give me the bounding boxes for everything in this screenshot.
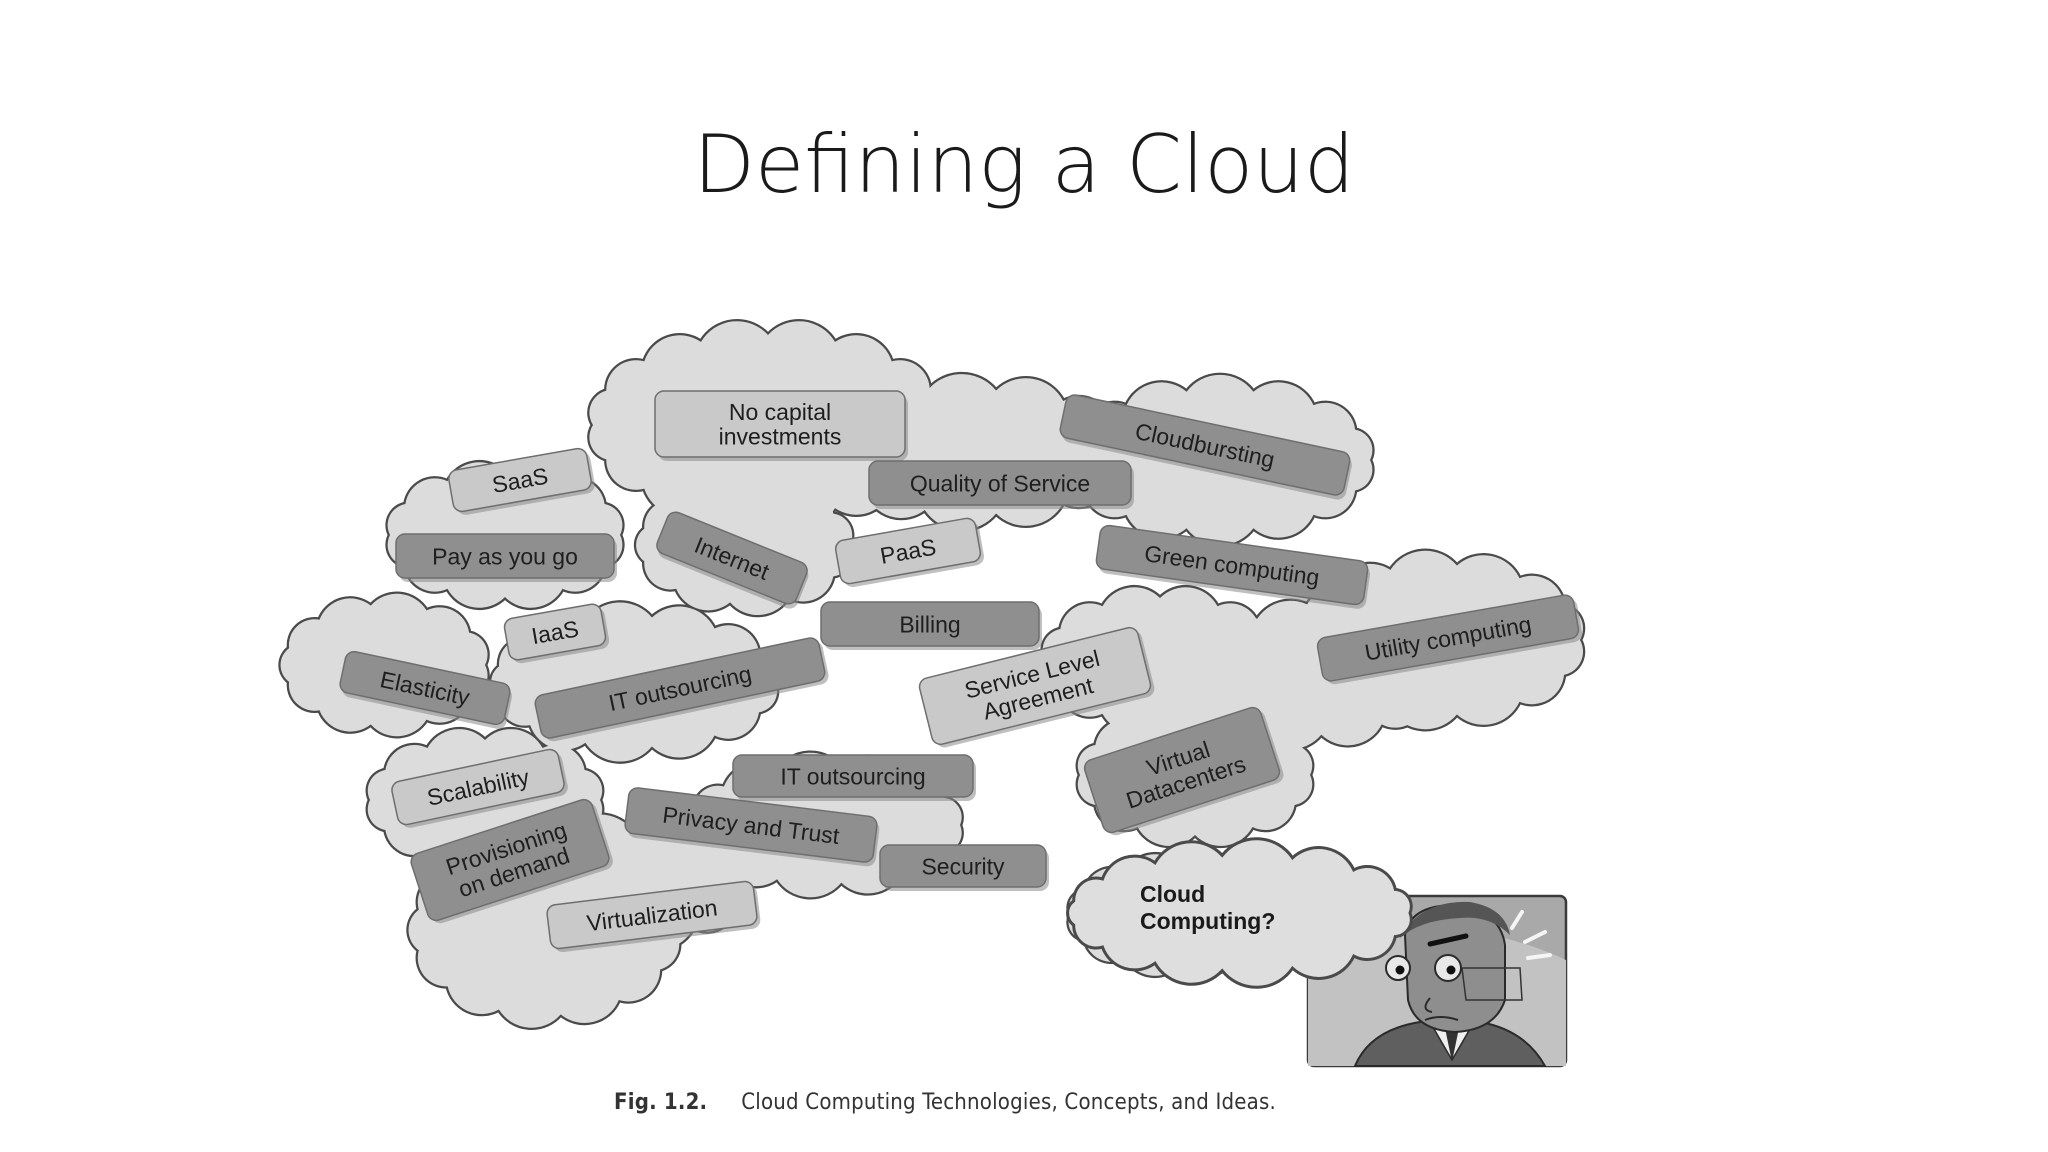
surprise-mark <box>1526 953 1552 960</box>
tag-box <box>879 844 1047 888</box>
tag-label: Billing <box>899 611 960 637</box>
tag-qos: Quality of Service <box>868 460 1134 509</box>
tag-saas: SaaS <box>448 447 595 515</box>
tag-paas: PaaS <box>834 517 984 587</box>
tag-box <box>391 748 565 826</box>
tag-it-outsourcing-2: IT outsourcing <box>732 754 976 801</box>
left-pupil <box>1395 965 1405 975</box>
thought-bubble-text: Computing? <box>1140 908 1275 934</box>
tag-box <box>1083 706 1281 834</box>
tag-box <box>834 517 982 585</box>
tag-box <box>410 798 610 922</box>
tag-internet: Internet <box>656 511 809 609</box>
tag-label: Security <box>921 853 1005 879</box>
tag-box <box>624 787 878 863</box>
tag-payg: Pay as you go <box>395 533 617 582</box>
tag-box <box>654 390 906 458</box>
tag-box <box>546 880 758 950</box>
tag-iaas: IaaS <box>503 603 610 664</box>
tag-box <box>656 511 808 605</box>
tag-box <box>918 626 1152 746</box>
tag-box <box>868 460 1132 506</box>
nose <box>1424 997 1433 1013</box>
tag-label: Pay as you go <box>432 543 578 569</box>
tie <box>1445 1028 1459 1062</box>
tag-utility: Utility computing <box>1316 594 1583 685</box>
hair <box>1400 901 1510 938</box>
slide-title: Defining a Cloud <box>693 118 1355 211</box>
tag-box <box>395 533 615 579</box>
tag-green: Green computing <box>1095 524 1370 609</box>
surprise-mark <box>1523 930 1547 944</box>
thought-bubble-text: Cloud <box>1140 881 1205 907</box>
tag-label: No capital <box>729 399 831 425</box>
tag-box <box>503 603 607 661</box>
surprise-mark <box>1510 910 1524 930</box>
figure-caption-text: Cloud Computing Technologies, Concepts, … <box>741 1090 1277 1115</box>
tag-box <box>1059 394 1351 496</box>
tag-virtualization: Virtualization <box>546 880 761 953</box>
tag-box <box>1095 524 1369 606</box>
tag-box <box>732 754 974 798</box>
tag-label: Quality of Service <box>910 470 1090 496</box>
eyebrow <box>1427 933 1469 947</box>
tag-box <box>1316 594 1580 682</box>
glasses <box>1461 967 1523 1001</box>
tag-billing: Billing <box>820 601 1042 650</box>
tag-scalability: Scalability <box>391 748 568 828</box>
tag-box <box>534 637 826 739</box>
tag-label: IT outsourcing <box>780 763 925 789</box>
thought-bubble <box>1066 837 1413 989</box>
tag-box <box>448 447 592 513</box>
figure-caption: Fig. 1.2. Cloud Computing Technologies, C… <box>614 1090 1276 1115</box>
tag-security: Security <box>879 844 1049 891</box>
tag-box <box>820 601 1040 647</box>
tag-label: investments <box>719 424 842 450</box>
tag-privacy: Privacy and Trust <box>624 787 880 867</box>
tag-box <box>339 650 511 726</box>
figure-label: Fig. 1.2. <box>614 1090 708 1115</box>
mouth <box>1424 1016 1459 1021</box>
right-pupil <box>1446 965 1456 975</box>
tag-elasticity: Elasticity <box>339 650 512 729</box>
